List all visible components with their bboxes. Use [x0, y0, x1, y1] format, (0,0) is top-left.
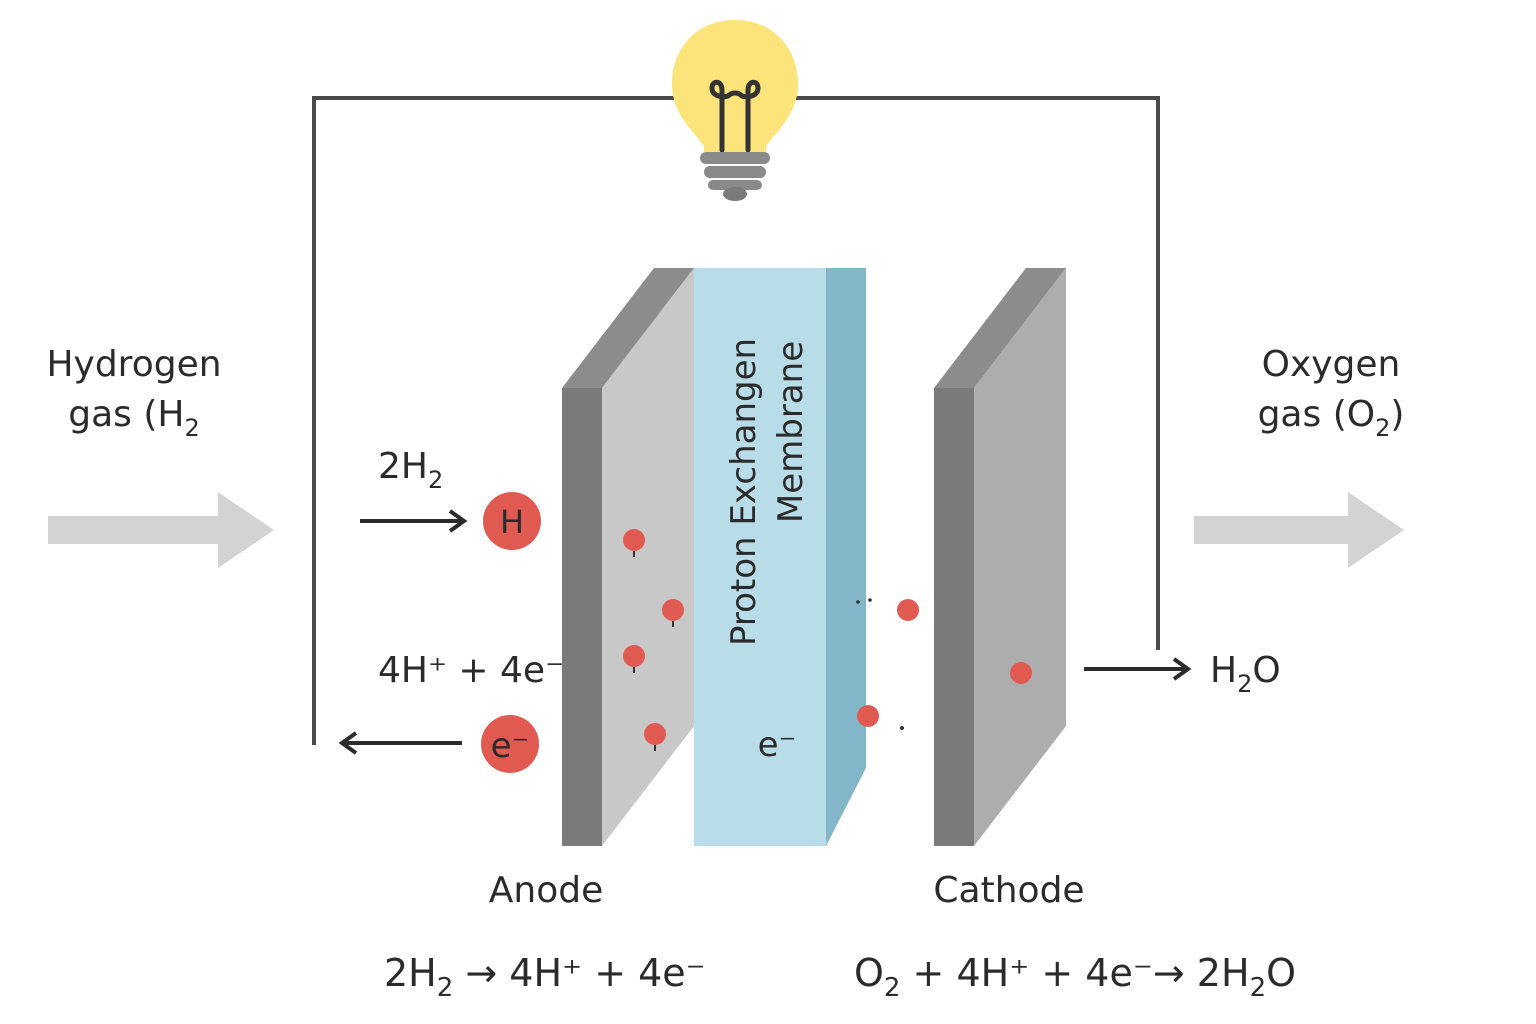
membrane-label-line2: Membrane — [771, 341, 811, 523]
proton-exchange-membrane — [694, 268, 866, 846]
cathode-plate — [934, 268, 1066, 846]
hydrogen-label: Hydrogen — [46, 344, 221, 385]
proton-particle — [1010, 662, 1032, 684]
proton-particle — [623, 645, 645, 673]
water-output-label: H2O — [1210, 650, 1281, 698]
anode-products-label: 4H⁺ + 4e⁻ — [378, 650, 564, 691]
oxygen-label-line2: gas (O2) — [1258, 394, 1405, 442]
electron-label: e⁻ — [491, 726, 530, 766]
proton-particle — [644, 723, 666, 751]
cathode-equation: O2 + 4H⁺ + 4e⁻→ 2H2O — [854, 951, 1296, 1003]
h2-input-label: 2H2 — [378, 446, 443, 494]
hydrogen-atom-icon — [483, 492, 541, 550]
electron-icon — [481, 715, 539, 773]
circuit-wire — [312, 96, 700, 745]
light-bulb-icon — [672, 20, 798, 201]
anode-plate — [562, 268, 694, 846]
proton-particle — [857, 705, 904, 730]
proton-particle — [662, 599, 684, 627]
hydrogen-label-line2: gas (H2 — [68, 394, 200, 442]
electron-out-arrow — [338, 731, 462, 755]
anode-label: Anode — [489, 870, 603, 911]
cathode-label: Cathode — [933, 870, 1084, 911]
oxygen-outflow-arrow — [1194, 492, 1404, 568]
hydrogen-atom-label: H — [500, 503, 524, 541]
membrane-label-line1: Proton Exchangen — [724, 338, 764, 646]
proton-particle — [856, 598, 919, 621]
water-out-arrow — [1084, 657, 1192, 681]
membrane-electron-label: e⁻ — [758, 725, 797, 765]
h2-to-h-arrow — [360, 509, 468, 533]
oxygen-label: Oxygen — [1262, 344, 1401, 385]
circuit-wire-right — [790, 96, 1160, 650]
anode-equation: 2H2 → 4H⁺ + 4e⁻ — [384, 951, 706, 1003]
hydrogen-inflow-arrow — [48, 492, 274, 568]
proton-particle — [623, 529, 645, 557]
